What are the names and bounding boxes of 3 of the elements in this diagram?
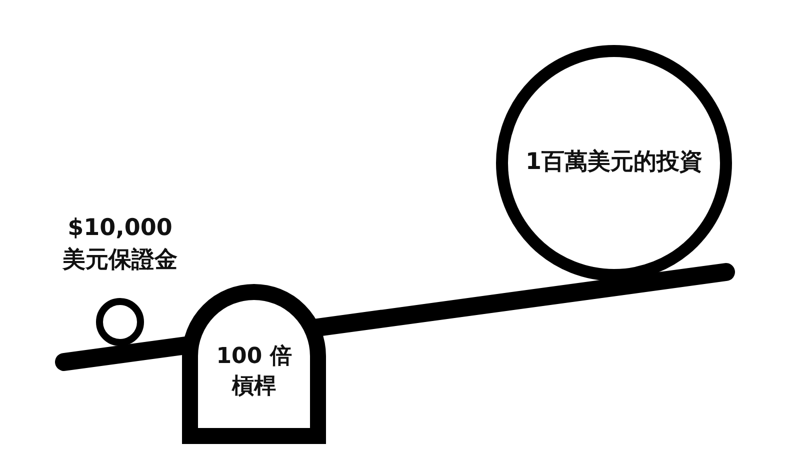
investment-text: 1百萬美元的投資 <box>524 148 704 177</box>
margin-label: $10,000 美元保證金 <box>61 214 178 275</box>
leverage-text: 100 倍槓桿 <box>215 343 293 401</box>
